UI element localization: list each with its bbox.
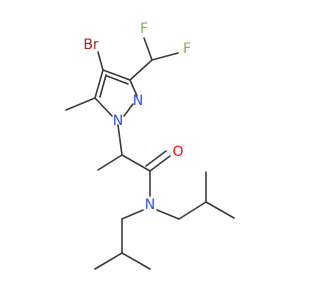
bond-ch-methyl <box>97 154 123 171</box>
bond-ch-me2-right <box>205 201 235 219</box>
atom-br: Br <box>83 37 99 53</box>
atom-n-amide: N <box>145 197 155 213</box>
bond-c4-c3 <box>102 69 131 81</box>
atom-f2: F <box>183 41 191 57</box>
atom-n1: N <box>113 113 123 129</box>
bond-c5-c4-inner <box>99 74 107 98</box>
bond-n1-ch <box>117 124 123 156</box>
bond-ch-carbonyl <box>121 154 151 172</box>
atom-f1: F <box>140 21 148 37</box>
bond-co-2 <box>145 150 167 167</box>
bond-n-ch2-right <box>156 209 180 220</box>
structure-diagram: Br F F N N O N <box>65 21 235 270</box>
atom-o: O <box>172 144 183 160</box>
bonds <box>65 37 235 270</box>
bond-chf2-f2 <box>151 52 179 61</box>
bond-ch-me1-left <box>94 252 123 270</box>
bond-c4-c3-inner <box>106 75 129 85</box>
atom-n2: N <box>133 93 143 109</box>
bond-c5-methyl <box>65 97 96 111</box>
molecule-canvas: Br F F N N O N <box>65 21 235 270</box>
atom-labels: Br F F N N O N <box>83 21 191 213</box>
bond-n2-n1 <box>123 103 134 117</box>
bond-c4-br <box>97 51 104 71</box>
bond-c3-n2 <box>129 79 138 97</box>
bond-co-1 <box>149 155 171 172</box>
bond-ch-me2-left <box>121 252 151 270</box>
bond-c3-chf2 <box>129 59 153 81</box>
bond-n1-c5 <box>94 97 113 117</box>
bond-ch2-ch-right <box>178 201 207 220</box>
bond-n-ch2-left <box>121 209 144 220</box>
bond-c5-c4 <box>94 69 104 99</box>
bond-chf2-f1 <box>143 37 153 61</box>
